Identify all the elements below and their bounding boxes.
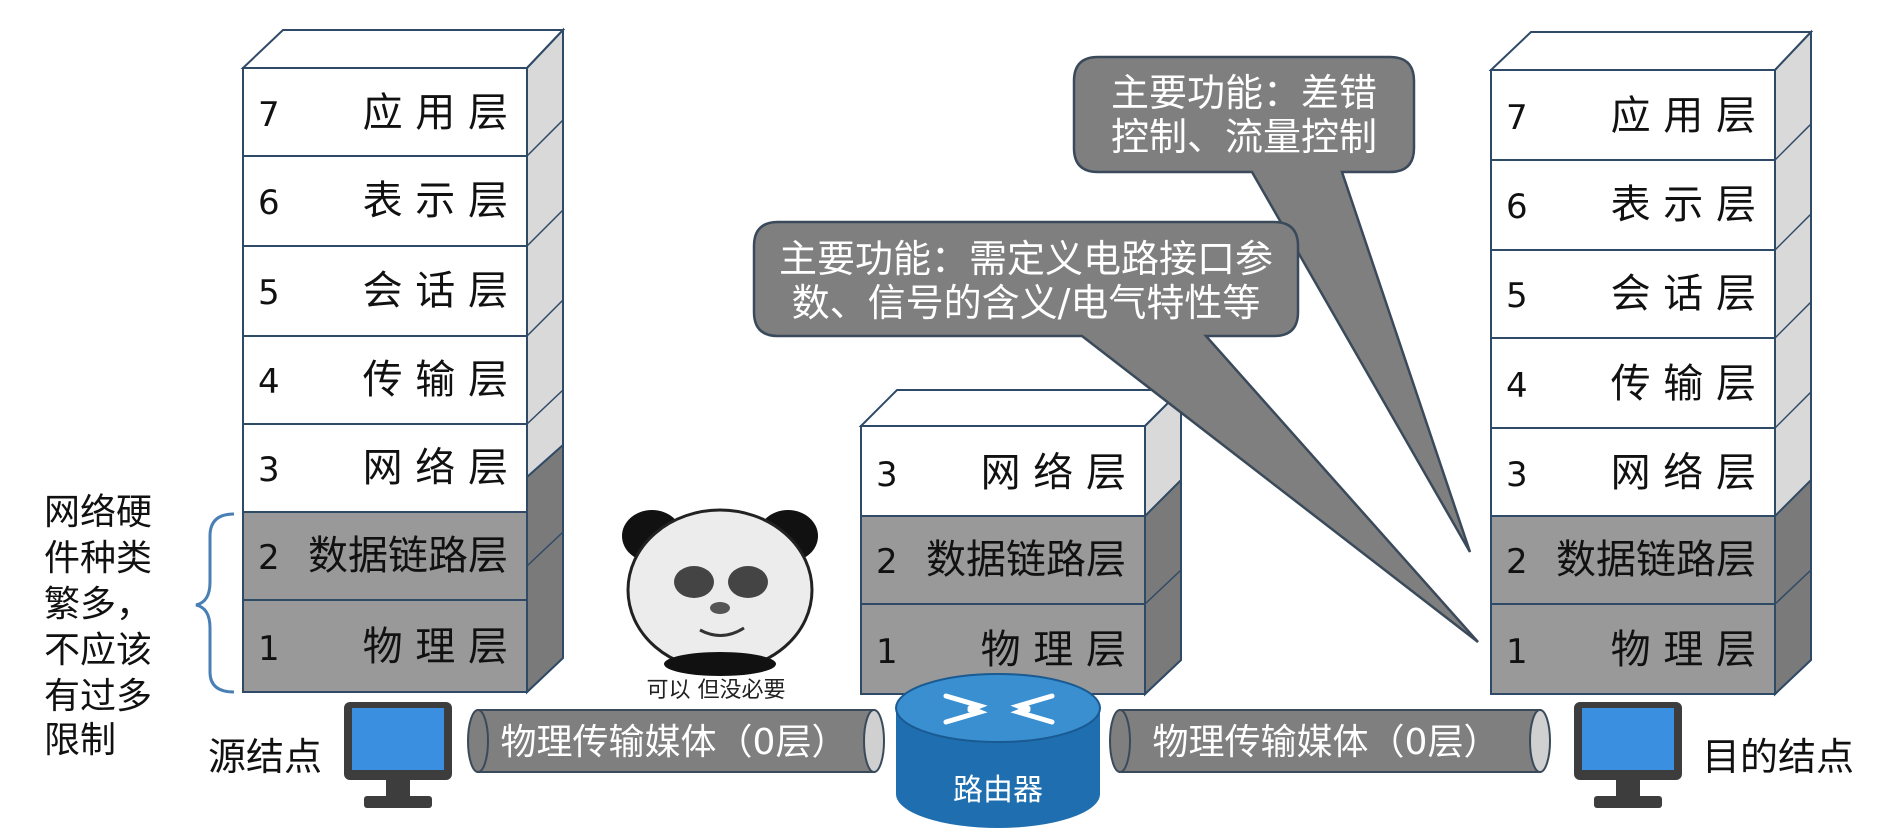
middle-layer-2-num: 2: [876, 542, 898, 582]
panda-face-icon: [622, 508, 818, 676]
right-layer-1: [1490, 603, 1776, 695]
right-layer-6: [1490, 159, 1776, 251]
side-note-line-3: 繁多，: [44, 584, 152, 625]
right-layer-7-num: 7: [1506, 98, 1528, 138]
brace: [195, 512, 235, 694]
callout-lower-shape: [752, 220, 1479, 643]
right-media-label: 物理传输媒体（0层）: [1153, 722, 1500, 763]
left-layer-3-name: 网 络 层: [363, 445, 508, 491]
meme-caption: 可以 但没必要: [647, 678, 786, 703]
left-media-label: 物理传输媒体（0层）: [501, 722, 848, 763]
right-layer-2-name: 数据链路层: [1556, 537, 1756, 583]
right-stack-top: [1488, 31, 1814, 71]
router-icon: 路由器: [895, 673, 1101, 828]
callout-upper-line1: 主要功能：差错: [1111, 71, 1377, 115]
right-layer-5-num: 5: [1506, 276, 1528, 316]
right-layer-3-name: 网 络 层: [1611, 450, 1756, 496]
right-layer-1-name: 物 理 层: [1611, 627, 1756, 673]
right-layer-5-name: 会 话 层: [1611, 271, 1756, 317]
right-stack: 7 应 用 层 6 表 示 层 5 会 话 层 4 传 输 层 3 网 络 层 …: [1488, 29, 1814, 697]
right-layer-7: [1490, 69, 1776, 161]
destination-computer-icon: [1574, 702, 1682, 808]
left-layer-7-num: 7: [258, 95, 280, 135]
right-layer-5: [1490, 249, 1776, 339]
right-layer-3: [1490, 427, 1776, 517]
router-label: 路由器: [953, 773, 1043, 808]
middle-layer-1-name: 物 理 层: [981, 627, 1126, 673]
left-layer-2-num: 2: [258, 538, 280, 578]
right-layer-1-num: 1: [1506, 632, 1528, 672]
middle-stack: 3 网 络 层 2 数据链路层 1 物 理 层: [858, 387, 1184, 697]
middle-layer-3-name: 网 络 层: [981, 450, 1126, 496]
source-node-label: 源结点: [208, 735, 322, 779]
left-layer-4: [242, 335, 528, 425]
side-note-line-2: 件种类: [44, 538, 152, 579]
right-layer-3-num: 3: [1506, 455, 1528, 495]
left-stack: 7 应 用 层 6 表 示 层 5 会 话 层 4 传 输 层 3 网 络 层 …: [240, 27, 566, 695]
right-layer-4-name: 传 输 层: [1611, 361, 1756, 407]
destination-node-label: 目的结点: [1702, 735, 1854, 779]
left-layer-1: [242, 599, 528, 693]
left-media: 物理传输媒体（0层）: [467, 709, 885, 773]
callout-lower-line1: 主要功能：需定义电路接口参: [779, 237, 1273, 281]
side-note-line-4: 不应该: [44, 630, 152, 671]
middle-layer-2: [860, 515, 1146, 605]
side-note-line-1: 网络硬: [44, 492, 152, 533]
right-layer-4-num: 4: [1506, 366, 1528, 406]
source-computer-icon: [344, 702, 452, 808]
side-note-line-5: 有过多: [44, 676, 152, 717]
left-layer-6-num: 6: [258, 183, 280, 223]
callout-upper: 主要功能：差错 控制、流量控制: [1072, 55, 1472, 553]
right-media: 物理传输媒体（0层）: [1109, 709, 1551, 773]
left-layer-3: [242, 423, 528, 513]
left-layer-5: [242, 245, 528, 337]
left-stack-top: [240, 29, 566, 69]
left-layer-4-num: 4: [258, 362, 280, 402]
middle-layer-1-num: 1: [876, 632, 898, 672]
callout-lower-line2: 数、信号的含义/电气特性等: [792, 281, 1261, 325]
left-layer-4-name: 传 输 层: [363, 357, 508, 403]
right-layer-4: [1490, 337, 1776, 429]
side-note: 网络硬 件种类 繁多， 不应该 有过多 限制: [44, 492, 152, 761]
left-layer-1-num: 1: [258, 629, 280, 669]
left-layer-6: [242, 155, 528, 247]
left-layer-3-num: 3: [258, 450, 280, 490]
callout-upper-shape: [1072, 55, 1472, 553]
callout-lower: 主要功能：需定义电路接口参 数、信号的含义/电气特性等: [752, 220, 1479, 643]
left-layer-6-name: 表 示 层: [363, 178, 508, 224]
left-layer-5-num: 5: [258, 273, 280, 313]
middle-layer-2-name: 数据链路层: [926, 537, 1126, 583]
callout-upper-line2: 控制、流量控制: [1111, 115, 1377, 159]
middle-stack-top: [858, 389, 1184, 427]
side-note-line-6: 限制: [44, 720, 116, 761]
left-layer-5-name: 会 话 层: [363, 268, 508, 314]
middle-layer-3-num: 3: [876, 455, 898, 495]
right-layer-2-num: 2: [1506, 542, 1528, 582]
right-layer-2: [1490, 515, 1776, 605]
right-layer-7-name: 应 用 层: [1611, 93, 1756, 139]
right-layer-6-num: 6: [1506, 187, 1528, 227]
left-layer-1-name: 物 理 层: [363, 624, 508, 670]
meme: 可以 但没必要: [622, 508, 818, 703]
left-layer-2-name: 数据链路层: [308, 533, 508, 579]
middle-layer-3: [860, 425, 1146, 517]
left-layer-7: [242, 67, 528, 157]
right-layer-6-name: 表 示 层: [1611, 182, 1756, 228]
left-layer-7-name: 应 用 层: [363, 90, 508, 136]
